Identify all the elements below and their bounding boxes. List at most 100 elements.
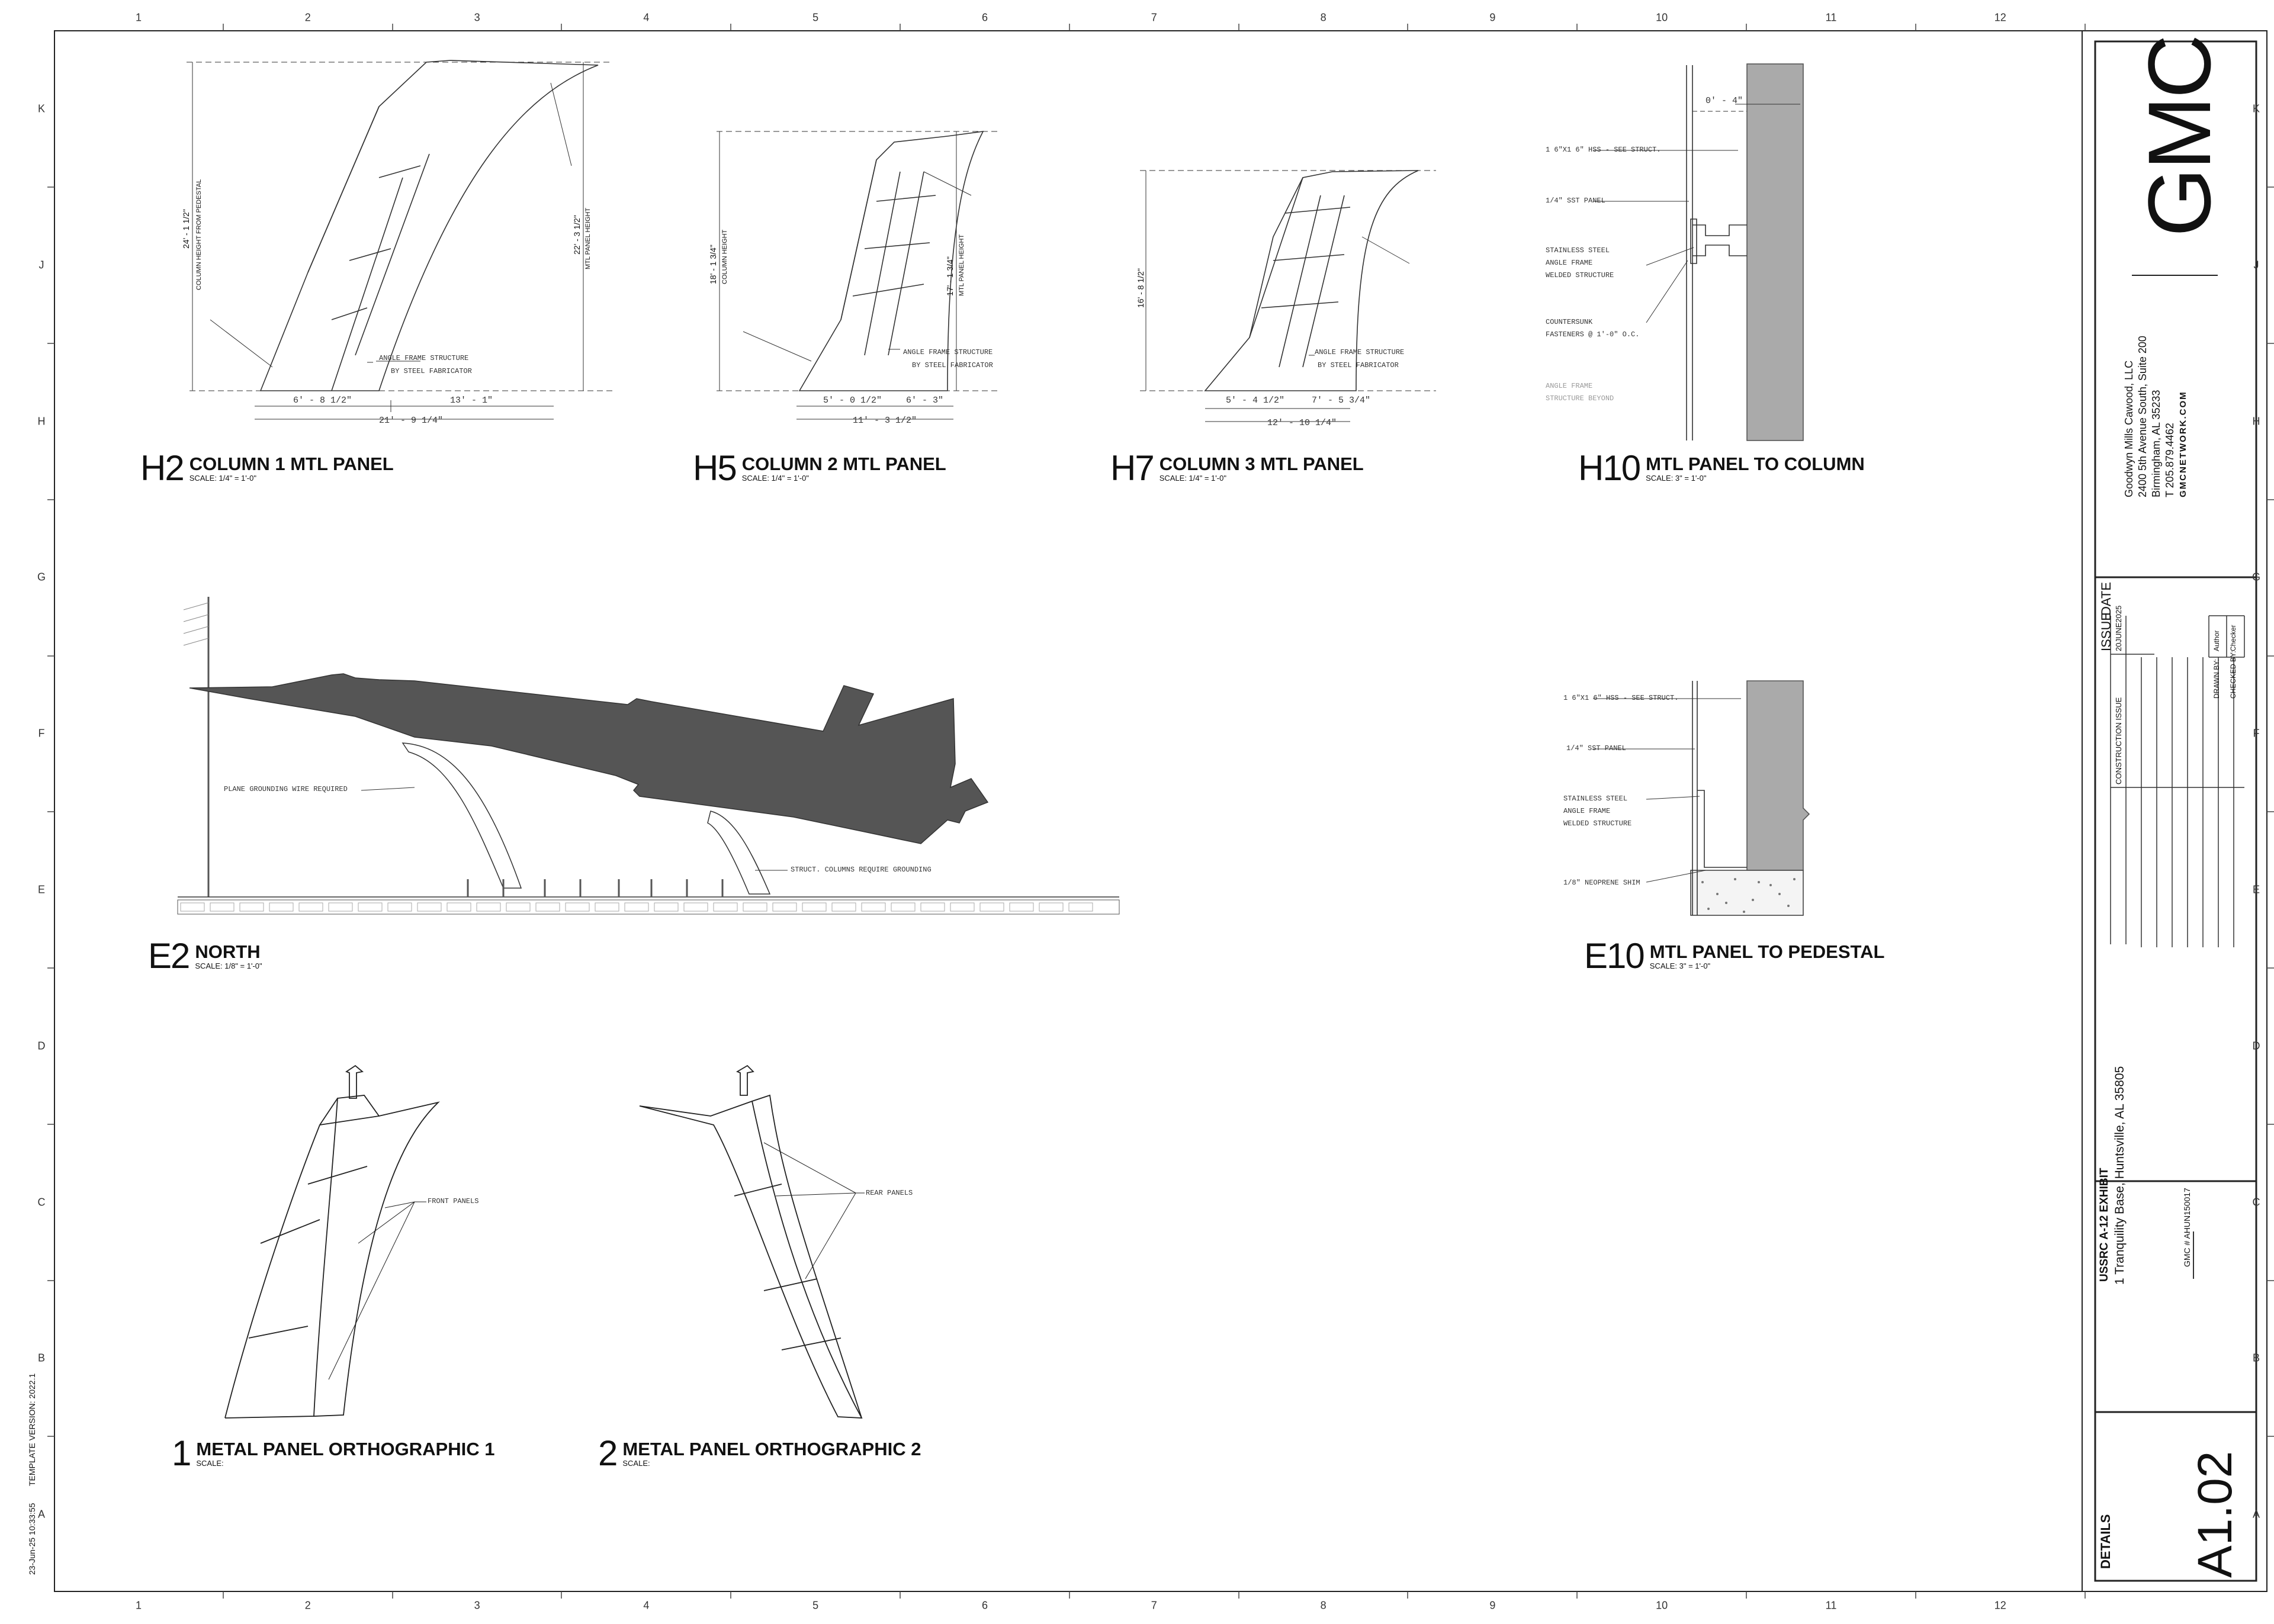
grid-row-label: J (38, 259, 44, 271)
orthographic-2-drawing (639, 1065, 865, 1419)
dimension: 17' - 1 3/4" (945, 256, 955, 296)
detail-name: METAL PANEL ORTHOGRAPHIC 1 (196, 1439, 495, 1459)
grid-column-label: 1 (135, 1599, 142, 1612)
firm-address1: 2400 5th Avenue South, Suite 200 (2137, 336, 2148, 497)
grid-row-label: H (2252, 415, 2260, 427)
grid-column-label: 4 (643, 11, 650, 24)
note: COUNTERSUNK (1546, 318, 1593, 326)
detail-title-h7: H7 COLUMN 3 MTL PANEL SCALE: 1/4" = 1'-0… (1110, 451, 1364, 486)
orthographic-1-drawing (224, 1065, 440, 1419)
detail-name: MTL PANEL TO COLUMN (1646, 454, 1865, 474)
firm-phone: T 205.879.4462 (2164, 423, 2176, 497)
title-block-frame (2094, 40, 2257, 1582)
detail-title-1: 1 METAL PANEL ORTHOGRAPHIC 1 SCALE: (172, 1433, 495, 1473)
detail-tag: H2 (140, 448, 185, 488)
grid-column-label: 4 (643, 1599, 650, 1612)
detail-tag: E10 (1584, 936, 1645, 976)
grid-row-label: E (2252, 883, 2260, 896)
note: ANGLE FRAME STRUCTURE (1315, 348, 1405, 356)
detail-tag: 2 (598, 1433, 618, 1473)
project-address: 1 Tranquility Base, Huntsville, AL 35805 (2113, 1066, 2127, 1285)
grid-ticks (47, 24, 2274, 1599)
grid-row-label: D (37, 1040, 46, 1052)
detail-title-e10: E10 MTL PANEL TO PEDESTAL SCALE: 3" = 1'… (1584, 936, 1884, 976)
note: 1/4" SST PANEL (1546, 197, 1605, 205)
detail-tag: 1 (172, 1433, 191, 1473)
grid-column-label: 7 (1151, 11, 1157, 24)
grid-row-label: D (2252, 1040, 2260, 1052)
detail-title-h10: H10 MTL PANEL TO COLUMN SCALE: 3" = 1'-0… (1578, 451, 1865, 486)
detail-name: METAL PANEL ORTHOGRAPHIC 2 (622, 1439, 921, 1459)
sheet-title: DETAILS (2098, 1514, 2113, 1569)
issue-row-date: 20JUNE2025 (2114, 605, 2123, 651)
h7-column-drawing (1140, 170, 1436, 422)
h10-section-drawing (1593, 63, 1804, 441)
drawn-by: Author (2212, 630, 2221, 651)
note: 1/4" SST PANEL (1566, 744, 1626, 752)
timestamp: 23-Jun-25 10:33:55 (27, 1503, 37, 1575)
grid-row-label: C (37, 1196, 46, 1208)
dimension: 21' - 9 1/4" (379, 416, 444, 426)
sheet-border (54, 30, 2267, 1592)
dimension: 12' - 10 1/4" (1267, 418, 1337, 428)
issue-table-grid (2110, 615, 2245, 947)
grid-row-label: H (37, 415, 46, 427)
detail-scale: SCALE: 1/8" = 1'-0" (195, 961, 262, 970)
grid-row-label: E (37, 883, 46, 896)
dimension: 6' - 8 1/2" (293, 395, 352, 406)
issue-row-issue: CONSTRUCTION ISSUE (2114, 697, 2123, 784)
detail-title-h5: H5 COLUMN 2 MTL PANEL SCALE: 1/4" = 1'-0… (693, 451, 946, 486)
dimension: 16' - 8 1/2" (1136, 268, 1145, 308)
grid-column-label: 6 (981, 11, 988, 24)
date-header: DATE (2099, 581, 2114, 616)
note: STAINLESS STEEL (1563, 795, 1628, 803)
grid-row-label: C (2252, 1196, 2260, 1208)
project-number: GMC # AHUN150017 (2182, 1188, 2192, 1267)
note: 1 6"X1 6" HSS - SEE STRUCT. (1546, 146, 1661, 154)
dimension: 18' - 1 3/4" (708, 245, 718, 284)
grid-column-label: 12 (1994, 11, 2006, 24)
detail-scale: SCALE: 1/4" = 1'-0" (189, 474, 256, 483)
grid-column-label: 8 (1320, 11, 1326, 24)
grid-row-label: G (37, 571, 46, 583)
grid-column-label: 9 (1489, 11, 1496, 24)
grid-row-label: F (2253, 727, 2260, 739)
dimension: 22' - 3 1/2" (572, 215, 582, 255)
grid-row-label: B (2252, 1352, 2260, 1364)
grid-column-label: 7 (1151, 1599, 1157, 1612)
detail-scale: SCALE: (622, 1459, 650, 1468)
note: FRONT PANELS (428, 1197, 479, 1205)
note: ANGLE FRAME (1546, 382, 1593, 390)
h2-column-drawing (187, 60, 613, 420)
firm-web: GMCNETWORK.COM (2178, 391, 2188, 497)
h5-column-drawing (717, 131, 1001, 420)
note: 1 6"X1 6" HSS - SEE STRUCT. (1563, 694, 1679, 702)
grid-column-label: 2 (304, 1599, 311, 1612)
grid-row-label: K (37, 102, 46, 115)
note: ANGLE FRAME (1546, 259, 1593, 267)
detail-title-2: 2 METAL PANEL ORTHOGRAPHIC 2 SCALE: (598, 1433, 921, 1473)
detail-scale: SCALE: 3" = 1'-0" (1649, 961, 1711, 970)
firm-address2: Birmingham, AL 35233 (2150, 390, 2162, 497)
checked-by-label: CHECKED BY: (2229, 651, 2237, 699)
note: ANGLE FRAME STRUCTURE (903, 348, 993, 356)
e2-elevation-drawing (177, 597, 1120, 915)
dimension: 7' - 5 3/4" (1312, 395, 1371, 406)
grid-column-label: 2 (304, 11, 311, 24)
title-block-border (2082, 30, 2267, 1592)
detail-name: COLUMN 3 MTL PANEL (1159, 454, 1364, 474)
note: REAR PANELS (866, 1189, 913, 1197)
grid-row-label: G (2251, 571, 2261, 583)
grid-column-label: 1 (135, 11, 142, 24)
detail-name: COLUMN 2 MTL PANEL (741, 454, 946, 474)
note: 1/8" NEOPRENE SHIM (1563, 879, 1640, 887)
grid-row-label: J (2253, 259, 2259, 271)
dimension-label: COLUMN HEIGHT (721, 229, 728, 284)
project-name: USSRC A-12 EXHIBIT (2098, 1168, 2111, 1282)
note: FASTENERS @ 1'-0" O.C. (1546, 330, 1640, 339)
dimension: 13' - 1" (450, 395, 493, 406)
detail-scale: SCALE: (196, 1459, 224, 1468)
note: WELDED STRUCTURE (1563, 819, 1632, 828)
checked-by: Checker (2229, 625, 2237, 651)
detail-name: COLUMN 1 MTL PANEL (189, 454, 394, 474)
